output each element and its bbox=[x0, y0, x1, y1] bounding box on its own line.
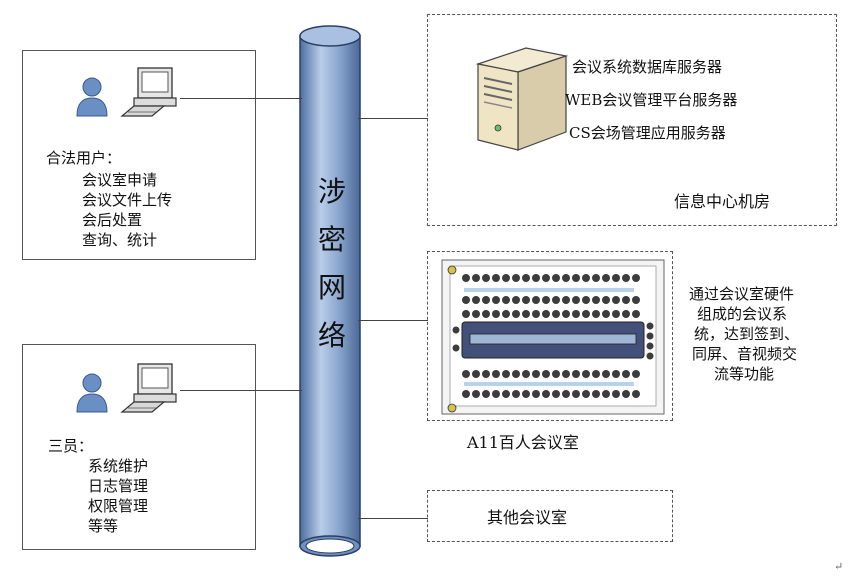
computer-icon bbox=[120, 363, 177, 413]
network-label-char: 涉 bbox=[317, 175, 346, 208]
staff-box bbox=[22, 344, 256, 550]
staff-link-line bbox=[180, 390, 302, 391]
network-label-char: 密 bbox=[317, 223, 346, 256]
server-label: CS会场管理应用服务器 bbox=[569, 124, 726, 142]
server-icon bbox=[475, 47, 569, 151]
staff-item: 系统维护 bbox=[88, 457, 149, 475]
meeting-room-box bbox=[427, 251, 673, 421]
network-label-char: 网 bbox=[317, 271, 346, 304]
meeting-room-description-line: 通过会议室硬件 bbox=[689, 285, 795, 303]
legal-users-item: 查询、统计 bbox=[82, 231, 158, 249]
network-label-char: 络 bbox=[317, 319, 346, 352]
legal-users-item: 会议室申请 bbox=[82, 171, 158, 189]
server-room-link-line bbox=[358, 118, 428, 119]
server-room-box bbox=[427, 14, 837, 226]
server-label: WEB会议管理平台服务器 bbox=[565, 91, 738, 109]
other-rooms-label: 其他会议室 bbox=[487, 508, 568, 527]
meeting-room-description-line: 同屏、音视频交 bbox=[692, 345, 798, 363]
meeting-room-description-line: 统，达到签到、 bbox=[694, 325, 800, 343]
meeting-room-link-line bbox=[358, 320, 428, 321]
legal-users-title: 合法用户： bbox=[46, 149, 122, 167]
staff-item: 等等 bbox=[88, 517, 119, 535]
staff-item: 日志管理 bbox=[88, 477, 149, 495]
computer-icon bbox=[120, 67, 177, 117]
meeting-room-description-line: 组成的会议系 bbox=[697, 305, 788, 323]
staff-item: 权限管理 bbox=[88, 497, 149, 515]
legal-users-link-line bbox=[180, 98, 302, 99]
staff-title: 三员： bbox=[48, 437, 94, 455]
meeting-room-caption: A11百人会议室 bbox=[467, 433, 579, 452]
server-label: 会议系统数据库服务器 bbox=[572, 58, 723, 76]
meeting-room-description-line: 流等功能 bbox=[714, 365, 775, 383]
legal-users-item: 会后处置 bbox=[82, 211, 143, 229]
meeting-room-floorplan bbox=[441, 259, 665, 415]
user-icon bbox=[76, 373, 108, 413]
user-icon bbox=[76, 77, 108, 117]
other-rooms-box bbox=[427, 490, 673, 542]
paragraph-mark-icon: ↵ bbox=[834, 560, 844, 573]
network-label: 涉 密 网 络 bbox=[302, 168, 362, 360]
legal-users-box bbox=[22, 50, 256, 260]
server-room-caption: 信息中心机房 bbox=[674, 192, 771, 211]
other-rooms-link-line bbox=[358, 518, 428, 519]
legal-users-item: 会议文件上传 bbox=[82, 191, 173, 209]
network-pipe bbox=[299, 25, 361, 557]
